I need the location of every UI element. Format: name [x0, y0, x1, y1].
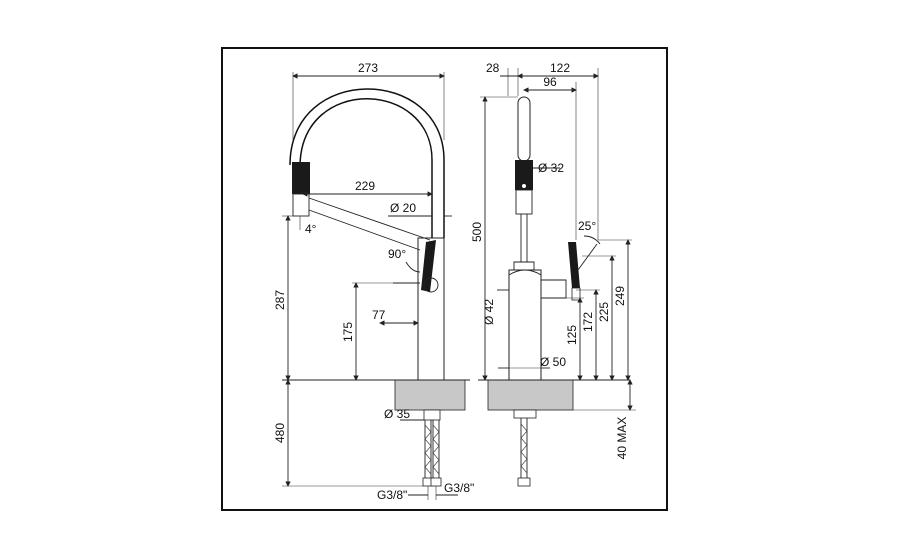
dim-thread-left: G3/8" — [377, 488, 407, 502]
front-view: 273 229 Ø 20 4° 90° 77 175 287 Ø 35 — [273, 61, 474, 502]
dim-175: 175 — [341, 322, 355, 342]
dim-225: 225 — [597, 302, 611, 322]
dim-229: 229 — [355, 179, 375, 193]
dim-480: 480 — [273, 423, 287, 443]
drawing-frame — [221, 47, 668, 511]
side-view: 28 122 96 500 Ø 32 25° Ø 42 Ø 50 125 172 — [470, 61, 636, 487]
dim-90-deg: 90° — [388, 247, 406, 261]
dim-4-deg: 4° — [305, 222, 317, 236]
front-spray-handle — [292, 162, 310, 194]
dim-172: 172 — [581, 312, 595, 332]
dim-287: 287 — [273, 290, 287, 310]
front-base-nut — [423, 409, 441, 421]
dim-122: 122 — [550, 61, 570, 75]
dim-25-deg: 25° — [578, 219, 596, 233]
dim-diam-50: Ø 50 — [540, 355, 566, 369]
dim-diam-42: Ø 42 — [482, 299, 496, 325]
dim-diam-32: Ø 32 — [538, 161, 564, 175]
dim-40-max: 40 MAX — [615, 417, 629, 460]
front-gooseneck — [299, 98, 433, 238]
front-lever — [421, 240, 436, 292]
front-hoses — [422, 420, 442, 487]
front-spray-head — [292, 193, 310, 217]
side-body — [508, 269, 542, 381]
dim-125: 125 — [565, 325, 579, 345]
dim-diam-20: Ø 20 — [390, 201, 416, 215]
front-deck — [394, 379, 466, 411]
dim-500: 500 — [470, 222, 484, 242]
side-lever — [568, 242, 580, 288]
dim-thread-right: G3/8" — [444, 481, 474, 495]
dim-273: 273 — [358, 61, 378, 75]
side-deck — [487, 379, 574, 411]
side-spray-handle — [515, 160, 533, 190]
side-spout — [517, 96, 531, 162]
dim-diam-35: Ø 35 — [384, 407, 410, 421]
dim-96: 96 — [543, 75, 557, 89]
dim-77: 77 — [372, 308, 386, 322]
dim-249: 249 — [613, 286, 627, 306]
dim-28: 28 — [486, 61, 500, 75]
